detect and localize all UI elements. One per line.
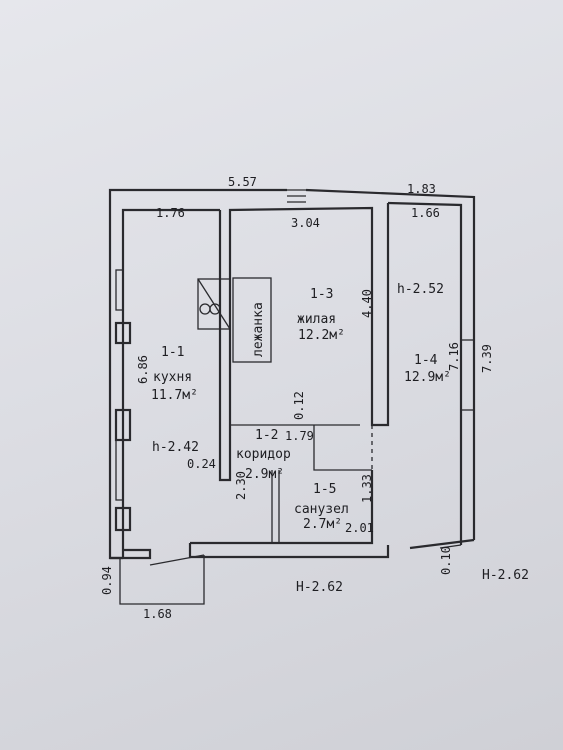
porch (119, 544, 462, 605)
room-1-1-ceiling: h-2.42 (152, 440, 199, 455)
room-1-3-id: 1-3 (310, 287, 333, 302)
room-1-4-area: 12.9м² (404, 370, 451, 385)
room-1-5-id: 1-5 (313, 482, 336, 497)
room-1-2-height: 2.30 (234, 471, 248, 500)
room-1-1-name: кухня (153, 370, 192, 385)
wall-thickness-2: 0.12 (292, 391, 306, 420)
room-1-2-id: 1-2 (255, 428, 278, 443)
room-1-3-width: 3.04 (291, 216, 320, 230)
room-1-1-id: 1-1 (161, 345, 184, 360)
room-1-1-width: 1.76 (156, 206, 185, 220)
room-1-1-height: 6.86 (136, 355, 150, 384)
room-1-5-area: 2.7м² (303, 517, 342, 532)
room-1-2-name: коридор (236, 447, 291, 462)
ground-level-1: Н-2.62 (296, 580, 343, 595)
room-1-4-width: 1.66 (411, 206, 440, 220)
stove (197, 277, 272, 363)
dim-right-height: 7.39 (480, 344, 494, 373)
dim-porch-width: 1.68 (143, 607, 172, 621)
room-1-4-id: 1-4 (414, 353, 438, 368)
room-1-5-height: 1.33 (360, 474, 374, 503)
dim-right-bottom: 0.10 (439, 546, 453, 575)
room-1-2-area: 2.9м² (245, 467, 284, 482)
dim-top-right: 1.83 (407, 182, 436, 196)
wall-thickness-1: 0.24 (187, 457, 216, 471)
windows (114, 269, 475, 532)
room-1-3-height: 4.40 (360, 289, 374, 318)
room-1-3-name: жилая (297, 312, 336, 327)
interior-walls (190, 189, 390, 545)
dim-porch-depth: 0.94 (100, 566, 114, 595)
stove-label: лежанка (251, 302, 266, 357)
room-1-2-width: 1.79 (285, 429, 314, 443)
room-1-1-area: 11.7м² (151, 388, 198, 403)
room-1-5-name: санузел (294, 502, 349, 517)
ground-level-2: Н-2.62 (482, 568, 529, 583)
room-1-5-width: 2.01 (345, 521, 374, 535)
dim-top-width: 5.57 (228, 175, 257, 189)
room-1-4-ceiling: h-2.52 (397, 282, 444, 297)
room-1-3-area: 12.2м² (298, 328, 345, 343)
room-1-4-height: 7.16 (447, 342, 461, 371)
